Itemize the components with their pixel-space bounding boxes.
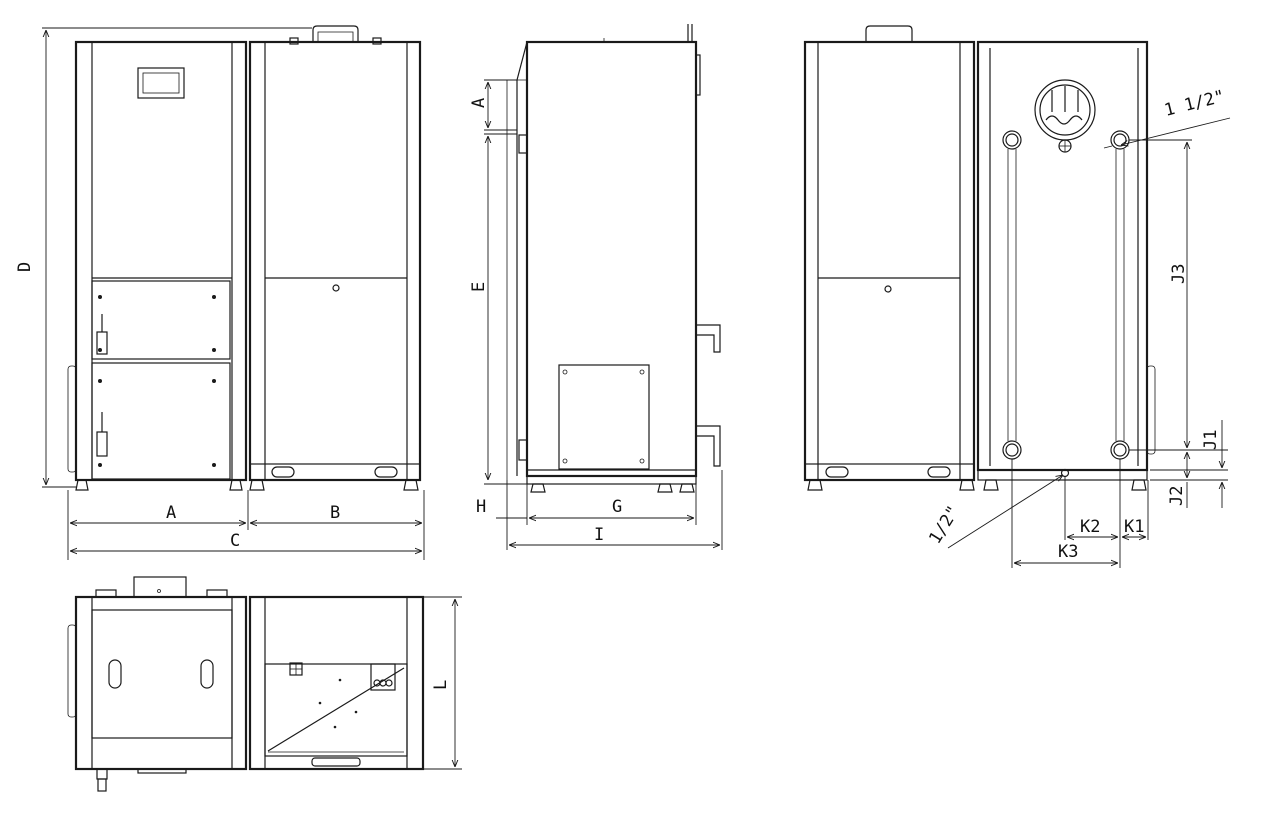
dim-label-k3: K3 — [1058, 542, 1078, 562]
dim-label-g: G — [612, 497, 622, 517]
pipe-label-large: 1 1/2" — [1162, 87, 1226, 121]
dim-label-k1: K1 — [1124, 517, 1144, 537]
front-dimensions — [42, 27, 425, 560]
rear-view: 1 1/2" 1/2" J3 J1 J2 K2 K1 K3 — [803, 25, 1231, 568]
rear-dimensions — [947, 117, 1231, 568]
pipe-label-small: 1/2" — [925, 502, 964, 547]
dim-label-l: L — [431, 680, 451, 690]
top-view: L — [67, 576, 462, 792]
dim-label-b: B — [330, 503, 340, 523]
dim-label-a-side: A — [469, 98, 489, 108]
side-view: A E H G I — [469, 24, 723, 550]
hopper-top — [248, 595, 425, 771]
dim-label-k2: K2 — [1080, 517, 1100, 537]
hopper-front — [248, 25, 422, 491]
hopper-rear — [803, 25, 976, 491]
dim-label-j2: J2 — [1167, 486, 1187, 506]
dim-label-j3: J3 — [1169, 264, 1189, 284]
front-view: D A B C — [15, 25, 425, 560]
dim-label-e: E — [469, 282, 489, 292]
dim-label-j1: J1 — [1201, 430, 1221, 450]
top-dimensions — [423, 596, 462, 770]
dim-label-c: C — [230, 531, 240, 551]
boiler-rear — [976, 40, 1156, 491]
dim-label-h: H — [476, 497, 486, 517]
side-dimensions — [484, 79, 723, 550]
dim-label-d: D — [15, 262, 35, 272]
dim-label-i: I — [594, 525, 604, 545]
side-body — [506, 24, 721, 493]
boiler-front — [67, 40, 248, 491]
boiler-top — [67, 576, 248, 792]
dim-label-a-front: A — [166, 503, 176, 523]
